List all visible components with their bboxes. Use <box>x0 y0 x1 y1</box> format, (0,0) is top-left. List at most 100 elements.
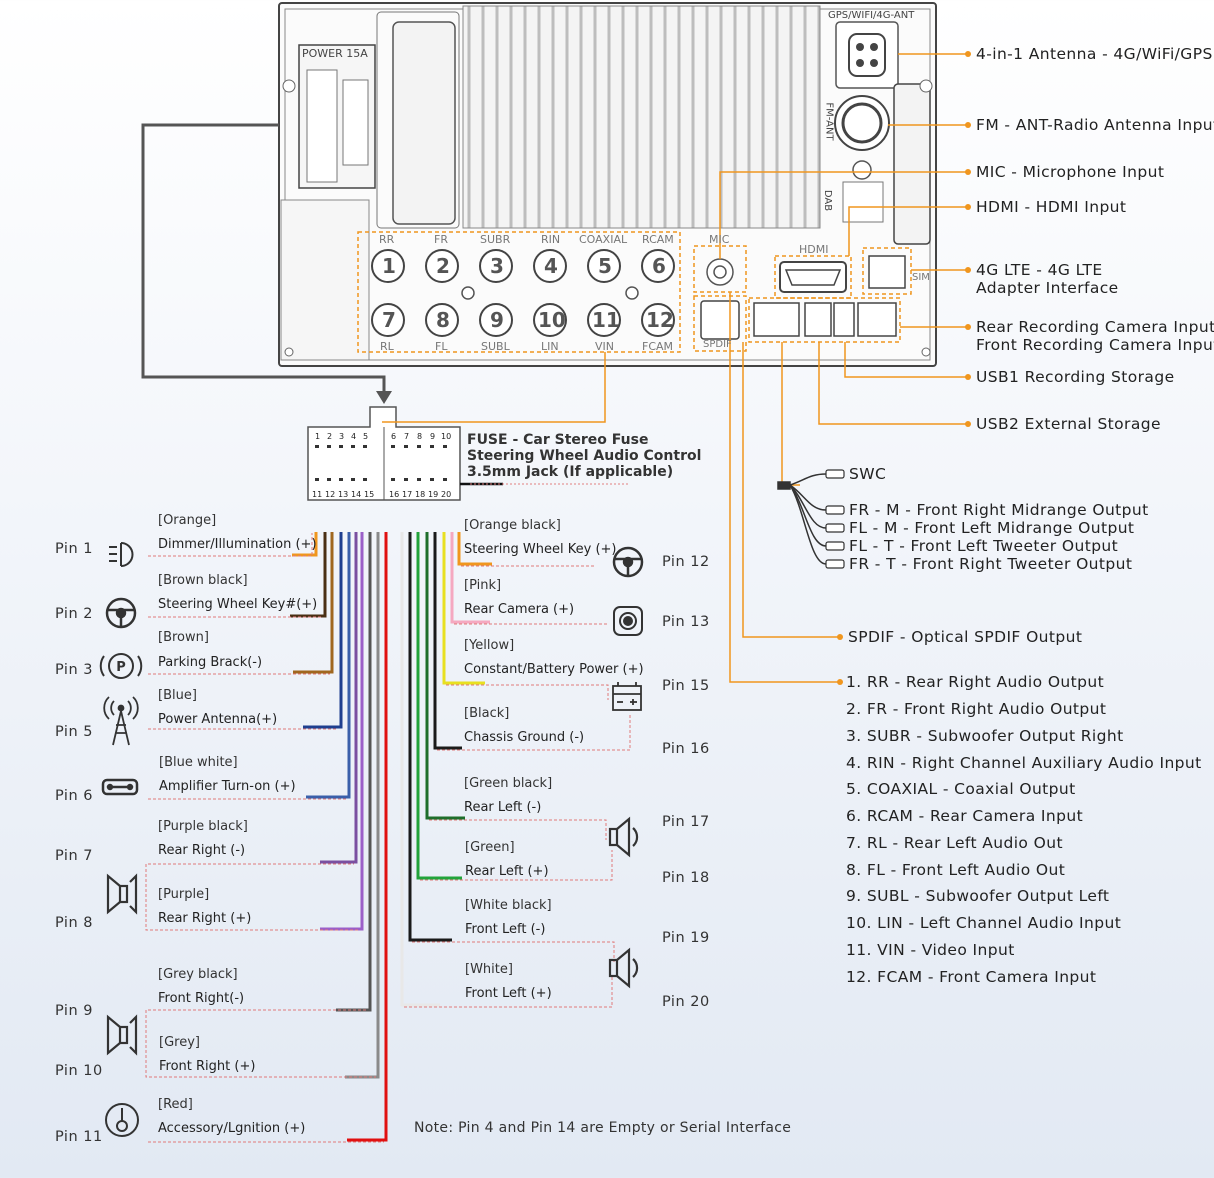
rca-top-label: RR <box>379 233 395 246</box>
rca-list-item: 10. LIN - Left Channel Audio Input <box>846 914 1122 932</box>
connector-pin-number: 8 <box>417 432 423 441</box>
wire-color: [Green] <box>465 840 515 855</box>
left-wire-harness <box>290 532 388 1142</box>
rca-number: 7 <box>382 308 396 332</box>
connector-pin-number: 20 <box>441 490 452 499</box>
fuse-title: FUSE - Car Stereo Fuse <box>467 432 649 448</box>
wire-color: [Grey] <box>159 1035 200 1050</box>
pin-label: Pin 6 <box>55 788 93 804</box>
power-label: POWER 15A <box>302 47 368 60</box>
rca-list-item: 2. FR - Front Right Audio Output <box>846 700 1107 718</box>
wire-color: [Blue white] <box>159 755 238 770</box>
rca-bottom-label: LIN <box>541 340 559 353</box>
connector-pin-number: 12 <box>325 490 336 499</box>
wire-function: Front Right (+) <box>159 1059 256 1074</box>
connector-pin-number: 15 <box>364 490 375 499</box>
rca-top-label: SUBR <box>480 233 511 246</box>
rca-list-item: 1. RR - Rear Right Audio Output <box>846 673 1105 691</box>
swc-output: FL - M - Front Left Midrange Output <box>849 519 1135 537</box>
rca-top-label: RCAM <box>642 233 674 246</box>
rca-list-item: 9. SUBL - Subwoofer Output Left <box>846 887 1110 905</box>
connector-pin-number: 5 <box>363 432 369 441</box>
wire-function: Steering Wheel Key#(+) <box>158 597 318 612</box>
pin-label: Pin 9 <box>55 1003 93 1019</box>
rca-number: 5 <box>598 254 612 278</box>
rca-top-label: RIN <box>541 233 561 246</box>
rca-jacks <box>371 249 675 337</box>
wire-color: [Grey black] <box>158 967 238 982</box>
pin-label: Pin 10 <box>55 1063 103 1079</box>
connector-pin-number: 3 <box>339 432 345 441</box>
wire-function: Front Left (-) <box>465 922 546 937</box>
hdmi-label: HDMI <box>799 243 829 256</box>
rear-recording-camera-label: Rear Recording Camera Input <box>976 318 1214 336</box>
swc-output: FL - T - Front Left Tweeter Output <box>849 537 1119 555</box>
rca-number: 1 <box>382 254 396 278</box>
wire-color: [Yellow] <box>464 638 515 653</box>
wire-function: Parking Brack(-) <box>158 655 263 670</box>
wire-function: Rear Camera (+) <box>464 602 575 617</box>
rca-bottom-label: VIN <box>595 340 614 353</box>
speaker-icon-rear-left <box>608 816 639 858</box>
wire-function: Front Left (+) <box>465 986 552 1001</box>
connector-pin-number: 7 <box>404 432 410 441</box>
connector-pin-number: 17 <box>402 490 413 499</box>
pin-label: Pin 3 <box>55 662 93 678</box>
lte-label: 4G LTE - 4G LTE <box>976 261 1103 279</box>
rca-list-item: 12. FCAM - Front Camera Input <box>846 968 1097 986</box>
rca-number: 12 <box>646 308 674 332</box>
wire-function: Steering Wheel Key (+) <box>464 542 617 557</box>
front-recording-camera-label: Front Recording Camera Input <box>976 336 1214 354</box>
pin-label: Pin 1 <box>55 541 93 557</box>
wire-function: Chassis Ground (-) <box>464 730 585 745</box>
right-wire-harness <box>400 532 492 1007</box>
fuse-steering-control: Steering Wheel Audio Control <box>467 448 702 464</box>
rca-list-item: 7. RL - Rear Left Audio Out <box>846 834 1063 852</box>
rca-bottom-label: RL <box>380 340 394 353</box>
wire-color: [Purple] <box>158 887 210 902</box>
pin-label: Pin 19 <box>662 930 710 946</box>
connector-pin-number: 19 <box>428 490 439 499</box>
wire-color: [Green black] <box>464 776 553 791</box>
rca-number: 4 <box>544 254 558 278</box>
spdif-output-label: SPDIF - Optical SPDIF Output <box>848 628 1083 646</box>
wire-function: Dimmer/Illumination (+) <box>158 537 317 552</box>
rca-number: 10 <box>538 308 566 332</box>
mic-input-label: MIC - Microphone Input <box>976 163 1165 181</box>
camera-icon <box>613 606 643 636</box>
speaker-icon-front-right <box>106 1014 138 1056</box>
connector-pin-number: 10 <box>441 432 452 441</box>
rca-bottom-label: SUBL <box>481 340 510 353</box>
dab-label: DAB <box>822 189 834 212</box>
fuse-jack: 3.5mm Jack (If applicable) <box>467 464 674 480</box>
wire-function: Constant/Battery Power (+) <box>464 662 644 677</box>
note-text: Note: Pin 4 and Pin 14 are Empty or Seri… <box>414 1120 792 1136</box>
wire-color: [White] <box>465 962 513 977</box>
pin-label: Pin 5 <box>55 724 93 740</box>
wire-function: Rear Left (+) <box>465 864 549 879</box>
rca-number: 9 <box>490 308 504 332</box>
pin-label: Pin 7 <box>55 848 93 864</box>
rca-top-label: FR <box>434 233 448 246</box>
wire-function: Rear Right (-) <box>158 843 246 858</box>
speaker-icon-rear-right <box>106 873 138 915</box>
swc-label: SWC <box>849 465 887 483</box>
wire-function: Amplifier Turn-on (+) <box>159 779 296 794</box>
battery-icon <box>612 682 642 711</box>
connector-pin-number: 6 <box>391 432 397 441</box>
wire-color: [Pink] <box>464 578 502 593</box>
pin-label: Pin 15 <box>662 678 710 694</box>
rca-number: 11 <box>592 308 620 332</box>
rca-list-item: 3. SUBR - Subwoofer Output Right <box>846 727 1124 745</box>
pin-label: Pin 17 <box>662 814 710 830</box>
parking-p-glyph: P <box>116 660 126 675</box>
pin-label: Pin 2 <box>55 606 93 622</box>
wire-function: Rear Right (+) <box>158 911 252 926</box>
antenna-4in1-label: 4-in-1 Antenna - 4G/WiFi/GPS <box>976 45 1213 63</box>
rca-list-item: 11. VIN - Video Input <box>846 941 1015 959</box>
usb1-label: USB1 Recording Storage <box>976 368 1175 386</box>
rca-list-item: 6. RCAM - Rear Camera Input <box>846 807 1084 825</box>
connector-pin-number: 16 <box>389 490 400 499</box>
